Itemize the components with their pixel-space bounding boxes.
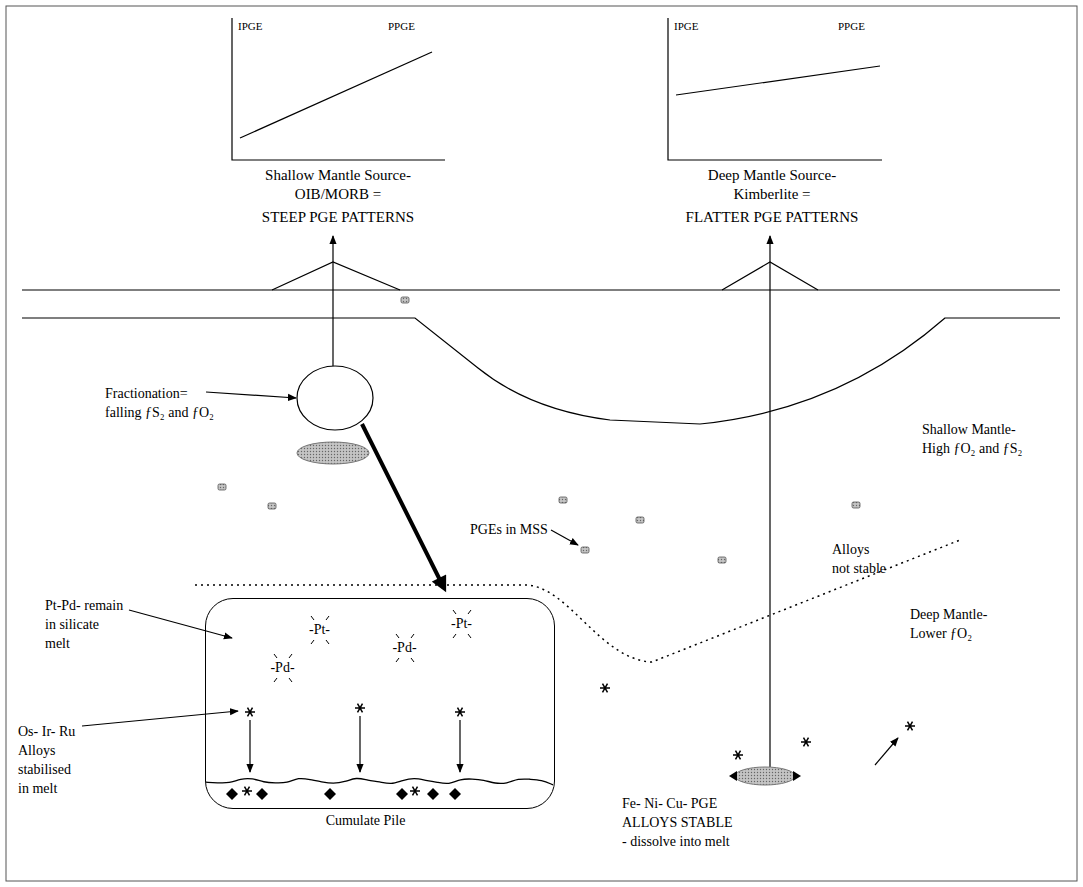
region-label: Deep Mantle- Lower ƒO₂ xyxy=(910,605,1002,643)
leader-arrow xyxy=(82,711,238,726)
callout-label: Pt-Pd- remain in silicate melt xyxy=(45,596,125,653)
pattern-label: STEEP PGE PATTERNS xyxy=(262,208,414,227)
cumulate-crystal xyxy=(449,788,461,800)
cumulate-crystal xyxy=(324,788,336,800)
leader-arrow xyxy=(129,610,232,638)
mss-grain xyxy=(559,497,567,503)
cumulate-crystals xyxy=(226,788,461,800)
mss-grain xyxy=(636,517,644,523)
ascent-arrow xyxy=(769,236,770,767)
alloy-grain xyxy=(410,787,420,796)
kimberlite-source xyxy=(735,767,795,785)
mss-grain xyxy=(218,484,226,490)
steep-pattern-line xyxy=(240,52,432,138)
melt-source xyxy=(297,442,369,464)
region-label: Shallow Mantle- High ƒO₂ and ƒS₂ xyxy=(922,420,1040,458)
cumulate-outline xyxy=(206,775,553,807)
settling-arrow xyxy=(359,716,360,772)
element-label: -Pd- xyxy=(270,660,294,676)
settling-arrow xyxy=(459,720,460,772)
mss-grain xyxy=(268,503,276,509)
source-label: Shallow Mantle Source- OIB/MORB = xyxy=(249,166,427,204)
dissolve-arrow xyxy=(729,771,737,781)
callout-label: PGEs in MSS xyxy=(470,520,548,539)
dissolved-ticks xyxy=(274,610,471,682)
leader-arrow xyxy=(206,392,296,398)
frame xyxy=(6,6,1077,881)
mss-grain xyxy=(718,557,726,563)
mss-grains xyxy=(218,297,860,563)
fractionation-chamber xyxy=(297,366,373,430)
alloy-grain xyxy=(801,738,811,747)
axis-label: PPGE xyxy=(838,20,865,33)
mss-grain xyxy=(581,547,589,553)
flat-pattern-line xyxy=(676,66,880,95)
alloy-grain xyxy=(455,708,465,717)
alloy-grain xyxy=(242,787,252,796)
axis-label: IPGE xyxy=(674,20,698,33)
ascent-arrow xyxy=(332,236,333,366)
element-label: -Pt- xyxy=(451,616,472,632)
callout-label: Fe- Ni- Cu- PGE ALLOYS STABLE - dissolve… xyxy=(622,794,737,851)
dissolve-arrow xyxy=(793,771,801,781)
cumulate-crystal xyxy=(226,788,238,800)
cumulate-crystal xyxy=(427,788,439,800)
element-label: -Pt- xyxy=(309,622,330,638)
region-note: Alloys not stable xyxy=(832,540,888,578)
magma-chamber: -Pt- -Pd- -Pd- -Pt- Cumulate Pile xyxy=(205,598,555,809)
pattern-label: FLATTER PGE PATTERNS xyxy=(686,208,859,227)
leader-arrow xyxy=(551,530,578,545)
cumulate-crystal xyxy=(396,788,408,800)
leader-arrow xyxy=(875,738,898,765)
alloy-grain xyxy=(355,704,365,713)
cumulate-crystal xyxy=(256,788,268,800)
source-label: Deep Mantle Source- Kimberlite = xyxy=(691,166,853,204)
lithosphere-base xyxy=(22,318,1060,424)
cumulate-pile: Cumulate Pile xyxy=(206,775,553,807)
layer-label: Cumulate Pile xyxy=(326,813,406,829)
axis-label: IPGE xyxy=(238,20,262,33)
alloy-grain xyxy=(600,684,610,693)
element-label: -Pd- xyxy=(392,640,416,656)
axis-label: PPGE xyxy=(388,20,415,33)
callout-label: Os- Ir- Ru Alloys stabilised in melt xyxy=(18,722,80,798)
chart-axes xyxy=(668,18,882,160)
chart-axes xyxy=(232,18,445,160)
thick-arrow xyxy=(362,424,444,588)
alloy-grain xyxy=(733,751,743,760)
alloy-grain xyxy=(905,722,915,731)
process-note: Fractionation= falling ƒS₂ and ƒO₂ xyxy=(105,384,223,422)
mantle-boundary xyxy=(195,540,960,662)
settling-arrow xyxy=(249,720,250,772)
mss-grain xyxy=(852,502,860,508)
surface-line xyxy=(22,289,1060,290)
cumulate-top xyxy=(206,778,553,784)
alloy-grain xyxy=(245,708,255,717)
volcano-cone xyxy=(272,262,400,290)
mss-grain xyxy=(401,297,409,303)
